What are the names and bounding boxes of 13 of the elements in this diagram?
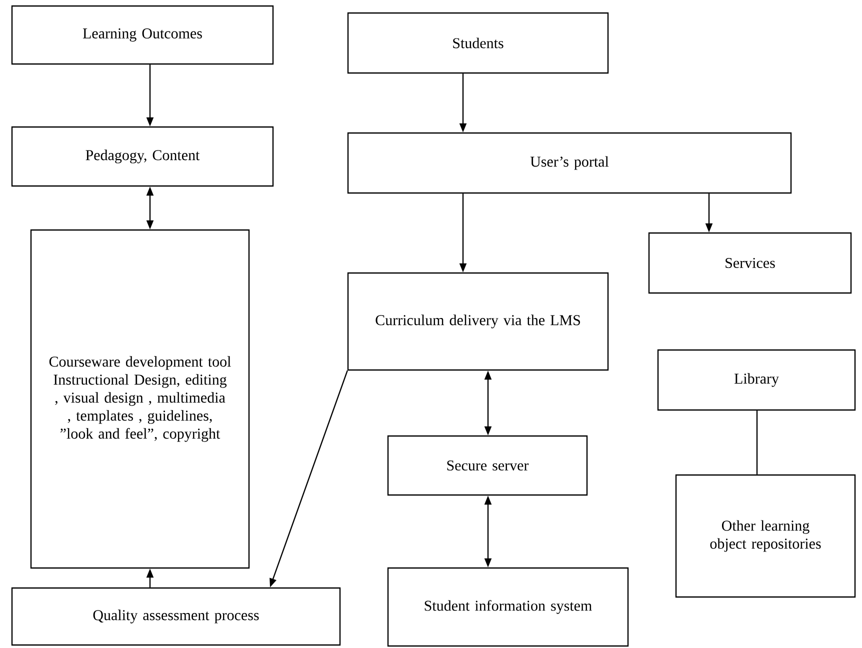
process-box: Other learning object repositories (675, 474, 856, 598)
process-box: Secure server (387, 435, 588, 496)
process-box: User’s portal (347, 132, 792, 194)
process-box: Pedagogy, Content (11, 126, 274, 187)
process-box: Quality assessment process (11, 587, 341, 646)
process-box: Services (648, 232, 852, 294)
process-box: Curriculum delivery via the LMS (347, 272, 609, 371)
connector-line (756, 410, 758, 474)
process-box: Learning Outcomes (11, 5, 274, 65)
process-box: Students (347, 12, 609, 74)
process-box: Student information system (387, 567, 629, 647)
process-box: Courseware development tool Instructional Design, editing , visual design , multimedia , templates , guidelines, ”look and feel”, copyright (30, 229, 250, 569)
process-box: Library (657, 349, 856, 411)
